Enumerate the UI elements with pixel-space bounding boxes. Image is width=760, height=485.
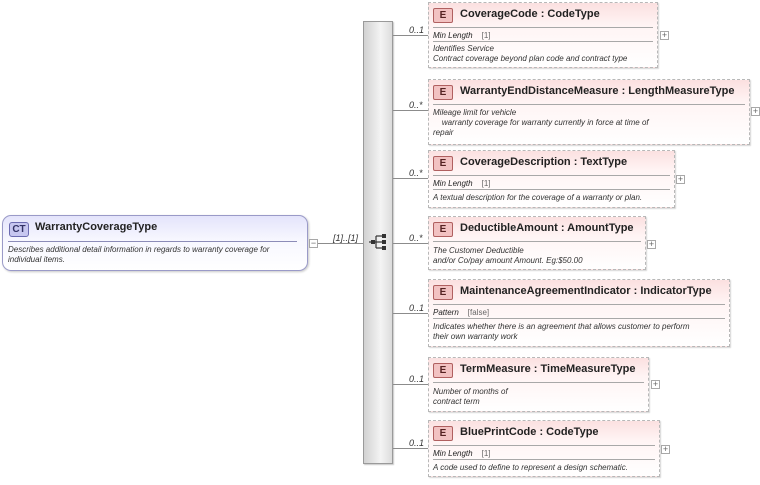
element-multiplicity: 0..1 <box>409 25 425 35</box>
element-divider <box>433 445 655 446</box>
element-multiplicity: 0..* <box>409 100 423 110</box>
element-badge: E <box>433 85 453 100</box>
complex-type-name: WarrantyCoverageType <box>35 221 158 233</box>
element-badge: E <box>433 8 453 23</box>
element-badge: E <box>433 222 453 237</box>
facet-value: [false] <box>467 308 490 317</box>
element-title: CoverageDescription : TextType <box>460 156 628 168</box>
element-box-warranty-end-distance-measure[interactable]: E WarrantyEndDistanceMeasure : LengthMea… <box>428 79 750 145</box>
sequence-compositor-icon[interactable] <box>368 232 388 252</box>
element-multiplicity: 0..1 <box>409 303 425 313</box>
element-box-maintenance-agreement-indicator[interactable]: E MaintenanceAgreementIndicator : Indica… <box>428 279 730 347</box>
element-title: TermMeasure : TimeMeasureType <box>460 363 636 375</box>
element-box-term-measure[interactable]: E TermMeasure : TimeMeasureType Number o… <box>428 357 649 412</box>
facet-value: [1] <box>481 31 491 40</box>
connector-line <box>318 243 363 244</box>
facet-value: [1] <box>481 449 491 458</box>
element-divider <box>433 27 653 28</box>
element-title: CoverageCode : CodeType <box>460 8 600 20</box>
facet-name: Min Length <box>433 31 473 40</box>
complex-type-box[interactable]: CT WarrantyCoverageType Describes additi… <box>2 215 308 271</box>
facet-divider <box>433 189 670 190</box>
connector-line <box>393 313 428 314</box>
element-multiplicity: 0..1 <box>409 374 425 384</box>
element-badge: E <box>433 285 453 300</box>
facet-divider <box>433 41 653 42</box>
element-description: The Customer Deductible and/or Co/pay am… <box>433 246 583 265</box>
element-description: A code used to define to represent a des… <box>433 463 628 472</box>
connector-line <box>393 448 428 449</box>
element-facet: Min Length [1] <box>433 449 491 458</box>
element-multiplicity: 0..* <box>409 233 423 243</box>
element-facet: Pattern [false] <box>433 308 489 317</box>
facet-name: Min Length <box>433 179 473 188</box>
complex-type-badge: CT <box>9 222 29 237</box>
facet-divider <box>433 318 725 319</box>
expand-icon[interactable]: + <box>660 30 669 40</box>
element-box-deductible-amount[interactable]: E DeductibleAmount : AmountType The Cust… <box>428 216 646 270</box>
connector-line <box>393 178 428 179</box>
expand-icon[interactable]: + <box>651 379 660 389</box>
expand-icon[interactable]: + <box>751 106 760 116</box>
element-divider <box>433 104 745 105</box>
element-description: Indicates whether there is an agreement … <box>433 322 690 341</box>
element-description: Mileage limit for vehicle warranty cover… <box>433 108 649 137</box>
element-multiplicity: 0..* <box>409 168 423 178</box>
connector-line <box>393 35 428 36</box>
element-divider <box>433 175 670 176</box>
element-title: DeductibleAmount : AmountType <box>460 222 634 234</box>
sequence-multiplicity: [1]..[1] <box>333 233 359 243</box>
connector-line <box>393 384 428 385</box>
collapse-icon[interactable]: − <box>309 238 318 248</box>
connector-line <box>393 243 428 244</box>
facet-divider <box>433 459 655 460</box>
expand-icon[interactable]: + <box>676 174 685 184</box>
element-badge: E <box>433 156 453 171</box>
element-badge: E <box>433 426 453 441</box>
element-description: A textual description for the coverage o… <box>433 193 643 202</box>
element-box-blue-print-code[interactable]: E BluePrintCode : CodeType Min Length [1]… <box>428 420 660 477</box>
facet-name: Pattern <box>433 308 459 317</box>
element-divider <box>433 241 641 242</box>
element-multiplicity: 0..1 <box>409 438 425 448</box>
element-title: WarrantyEndDistanceMeasure : LengthMeasu… <box>460 85 735 97</box>
facet-value: [1] <box>481 179 491 188</box>
facet-name: Min Length <box>433 449 473 458</box>
complex-type-divider <box>8 241 297 242</box>
element-description: Number of months of contract term <box>433 387 508 406</box>
element-title: BluePrintCode : CodeType <box>460 426 599 438</box>
element-divider <box>433 304 725 305</box>
expand-icon[interactable]: + <box>647 239 656 249</box>
element-box-coverage-description[interactable]: E CoverageDescription : TextType Min Len… <box>428 150 675 208</box>
connector-line <box>393 110 428 111</box>
element-box-coverage-code[interactable]: E CoverageCode : CodeType Min Length[1] … <box>428 2 658 68</box>
element-divider <box>433 382 644 383</box>
element-title: MaintenanceAgreementIndicator : Indicato… <box>460 285 712 297</box>
expand-icon[interactable]: + <box>661 444 670 454</box>
element-facet: Min Length [1] <box>433 31 491 40</box>
element-badge: E <box>433 363 453 378</box>
complex-type-description: Describes additional detail information … <box>8 245 270 264</box>
element-description: Identifies Service Contract coverage bey… <box>433 44 628 63</box>
element-facet: Min Length [1] <box>433 179 491 188</box>
